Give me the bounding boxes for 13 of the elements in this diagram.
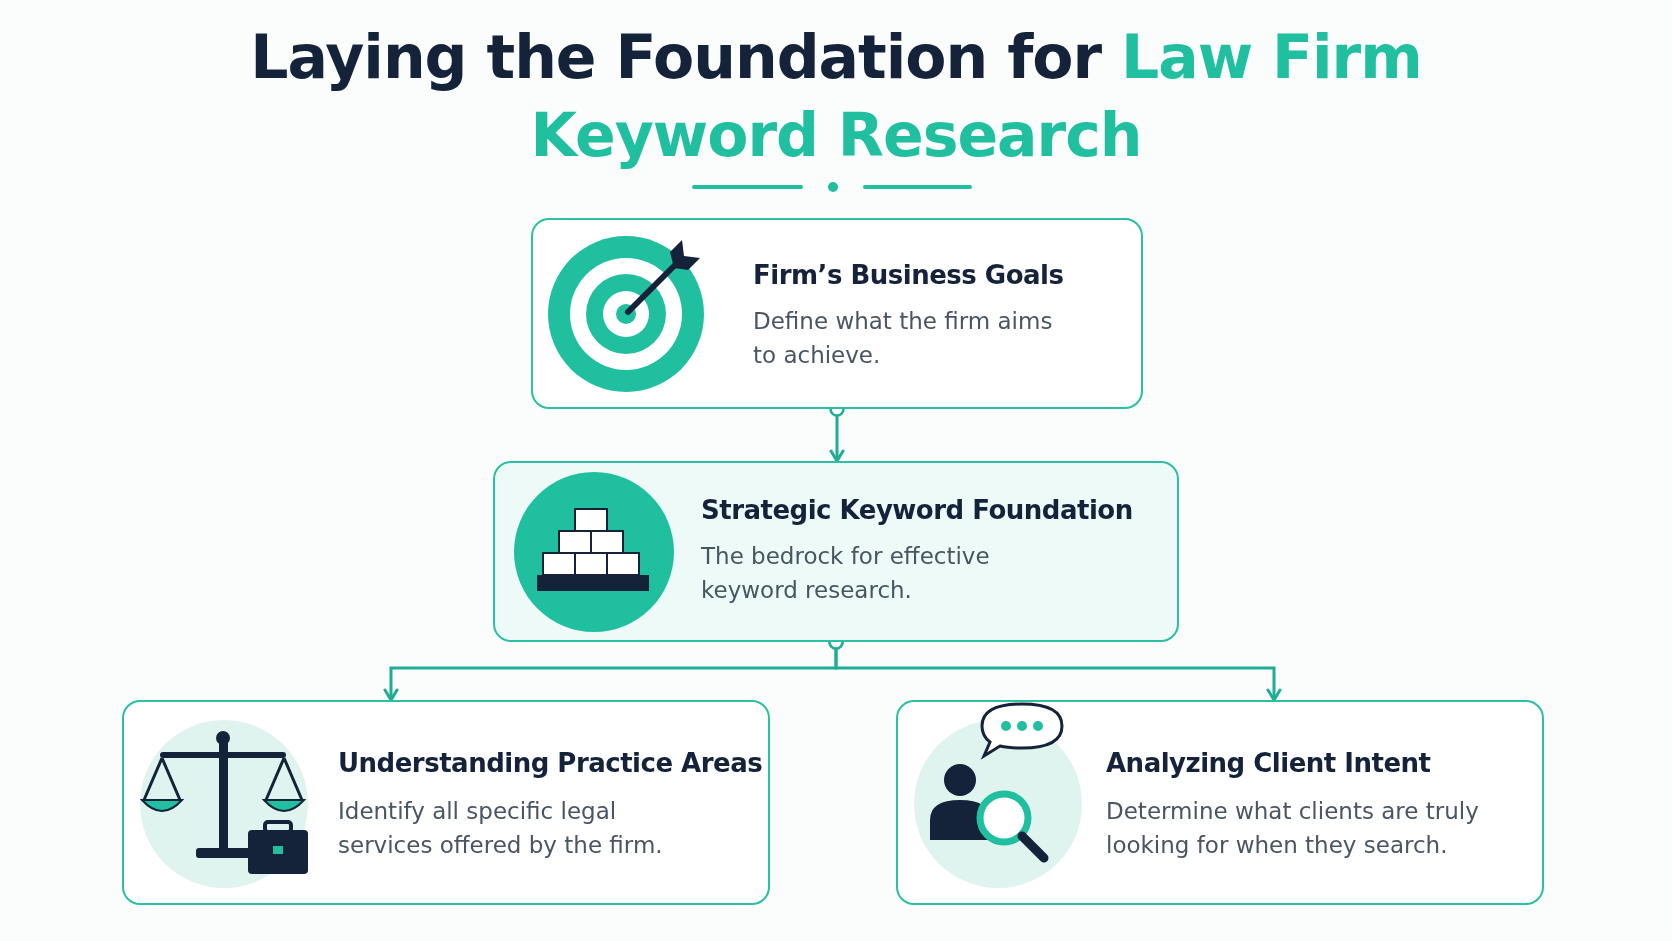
step-card — [122, 700, 770, 905]
card-heading: Firm’s Business Goals — [753, 260, 1064, 290]
card-heading: Analyzing Client Intent — [1106, 748, 1431, 778]
card-description: Define what the firm aims to achieve. — [753, 307, 1054, 370]
card-description: Determine what clients are truly looking for when they search. — [1106, 797, 1480, 860]
step-card — [493, 461, 1179, 642]
step-card — [531, 218, 1143, 409]
card-description: Identify all specific legal services offered by the firm. — [338, 797, 664, 860]
title: Laying the Foundation for Law Firm Keyword Research — [249, 21, 1423, 172]
step-card — [896, 700, 1544, 905]
card-heading: Strategic Keyword Foundation — [701, 495, 1133, 525]
card-heading: Understanding Practice Areas — [338, 748, 763, 778]
card-description: The bedrock for effective keyword research. — [701, 542, 991, 605]
